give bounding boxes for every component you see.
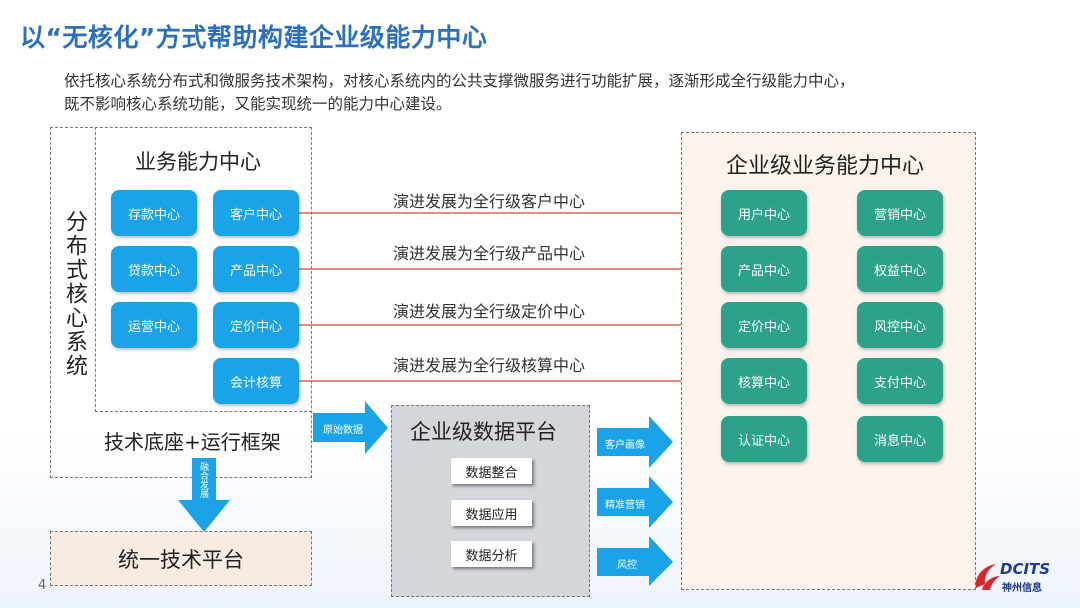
evolution-label-3: 演进发展为全行级定价中心 (393, 302, 586, 321)
page-title: 以“无核化”方式帮助构建企业级能力中心 (20, 23, 488, 52)
core-system-label: 分布式核心系统 (62, 210, 87, 378)
unified-platform-label: 统一技术平台 (118, 547, 244, 572)
evolution-label-2: 演进发展为全行级产品中心 (393, 244, 586, 263)
marketing-center: 营销中心 (857, 190, 943, 236)
enterprise-center-title: 企业级业务能力中心 (726, 154, 925, 179)
dcits-logo-text: DCITS (1000, 560, 1051, 578)
ent-product-center: 产品中心 (721, 246, 807, 292)
user-center: 用户中心 (721, 190, 807, 236)
message-center: 消息中心 (857, 416, 943, 462)
output-arrows (597, 416, 673, 586)
accounting-center: 会计核算 (213, 358, 299, 404)
core-system-divider-horizontal (95, 411, 312, 412)
evolution-label-1: 演进发展为全行级客户中心 (393, 192, 586, 211)
description-line-2: 既不影响核心系统功能，又能实现统一的能力中心建设。 (64, 95, 452, 113)
dcits-logo: DCITS 神州信息 (972, 556, 1076, 598)
risk-control-label: 风控 (617, 560, 637, 571)
payment-center: 支付中心 (857, 358, 943, 404)
unified-platform-box: 统一技术平台 (50, 531, 312, 586)
customer-profile-arrow (597, 416, 673, 468)
tech-base-label: 技术底座+运行框架 (104, 430, 281, 454)
operation-center: 运营中心 (111, 302, 197, 348)
precision-marketing-label: 精准营销 (605, 500, 645, 511)
description: 依托核心系统分布式和微服务技术架构，对核心系统内的公共支撑微服务进行功能扩展，逐… (64, 70, 1024, 116)
rights-center: 权益中心 (857, 246, 943, 292)
data-integration: 数据整合 (451, 458, 532, 484)
business-center-title: 业务能力中心 (135, 150, 261, 174)
auth-center: 认证中心 (721, 416, 807, 462)
deposit-center: 存款中心 (111, 190, 197, 236)
ent-accounting-center: 核算中心 (721, 358, 807, 404)
down-arrow-label: 融合发展 (198, 462, 208, 498)
loan-center: 贷款中心 (111, 246, 197, 292)
risk-center: 风控中心 (857, 302, 943, 348)
down-arrow (178, 458, 230, 532)
customer-center: 客户中心 (213, 190, 299, 236)
dcits-logo-icon (975, 564, 1000, 590)
pricing-center: 定价中心 (213, 302, 299, 348)
page-number: 4 (38, 578, 47, 593)
data-analysis: 数据分析 (451, 541, 532, 567)
ent-pricing-center: 定价中心 (721, 302, 807, 348)
data-application: 数据应用 (451, 500, 532, 526)
data-platform-title: 企业级数据平台 (410, 420, 557, 444)
raw-data-label: 原始数据 (323, 425, 363, 436)
description-line-1: 依托核心系统分布式和微服务技术架构，对核心系统内的公共支撑微服务进行功能扩展，逐… (64, 72, 855, 90)
raw-data-arrow (313, 401, 388, 454)
core-system-divider-vertical (95, 127, 96, 412)
product-center: 产品中心 (213, 246, 299, 292)
precision-marketing-arrow (597, 476, 673, 528)
risk-control-arrow (597, 536, 673, 586)
evolution-label-4: 演进发展为全行级核算中心 (393, 356, 586, 375)
core-system-box (50, 127, 312, 478)
dcits-logo-subtext: 神州信息 (1002, 583, 1042, 594)
customer-profile-label: 客户画像 (605, 440, 645, 451)
